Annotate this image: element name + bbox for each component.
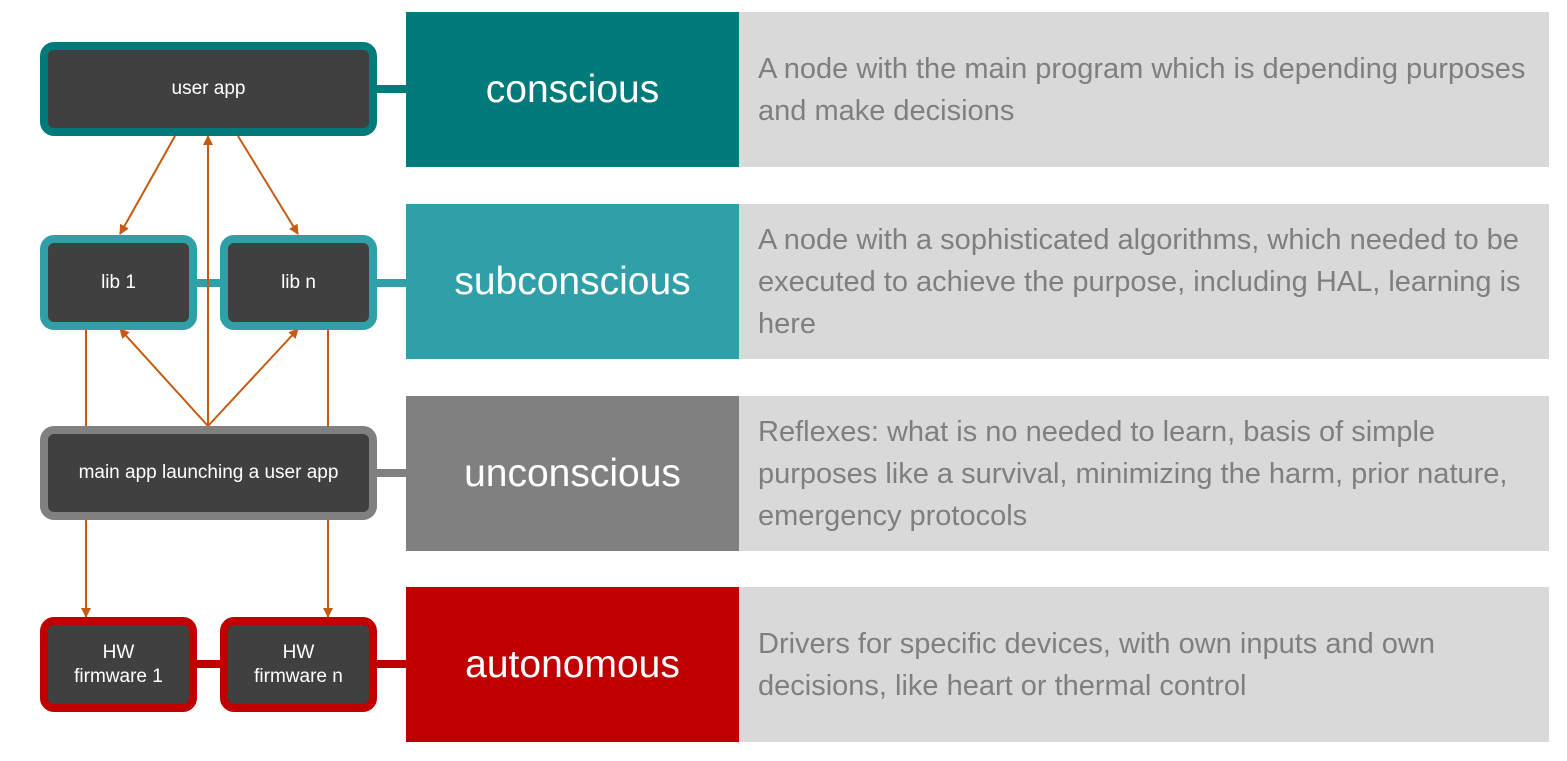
level-conscious-label: conscious [406, 12, 739, 167]
arrow-main-app-to-lib-1 [119, 328, 209, 427]
arrow-main-app-to-lib-n [207, 328, 299, 427]
arrow-user-app-to-lib-1 [119, 135, 176, 235]
hw-firmware-n-label-line1: HW [282, 641, 315, 663]
user-app-label: user app [171, 78, 246, 99]
lib-1-node: lib 1 [40, 235, 197, 330]
lib-n-node: lib n [220, 235, 377, 330]
arrow-user-app-to-lib-n [237, 135, 299, 235]
level-autonomous-label: autonomous [406, 587, 739, 742]
level-unconscious-label: unconscious [406, 396, 739, 551]
level-subconscious-label: subconscious [406, 204, 739, 359]
main-app-node: main app launching a user app [40, 426, 377, 520]
hw-firmware-n-label-line2: firmware n [254, 665, 343, 687]
subconscious-description-text: A node with a sophisticated algorithms, … [758, 223, 1521, 340]
lib-n-label: lib n [281, 271, 316, 293]
level-autonomous-description: Drivers for specific devices, with own i… [739, 587, 1549, 742]
hw-firmware-1-label-line2: firmware 1 [74, 665, 163, 687]
user-app-node: user app [40, 42, 377, 136]
main-app-label: main app launching a user app [78, 462, 339, 483]
autonomous-description-text: Drivers for specific devices, with own i… [758, 627, 1435, 702]
conscious-description-text: A node with the main program which is de… [758, 52, 1526, 127]
level-subconscious-description: A node with a sophisticated algorithms, … [739, 204, 1549, 359]
unconscious-description-text: Reflexes: what is no needed to learn, ba… [758, 415, 1508, 532]
hw-firmware-1-node: HW firmware 1 [40, 617, 197, 712]
hw-firmware-n-node: HW firmware n [220, 617, 377, 712]
level-conscious-description: A node with the main program which is de… [739, 12, 1549, 167]
level-unconscious-description: Reflexes: what is no needed to learn, ba… [739, 396, 1549, 551]
lib-1-label: lib 1 [101, 271, 136, 293]
hw-firmware-1-label-line1: HW [102, 641, 135, 663]
